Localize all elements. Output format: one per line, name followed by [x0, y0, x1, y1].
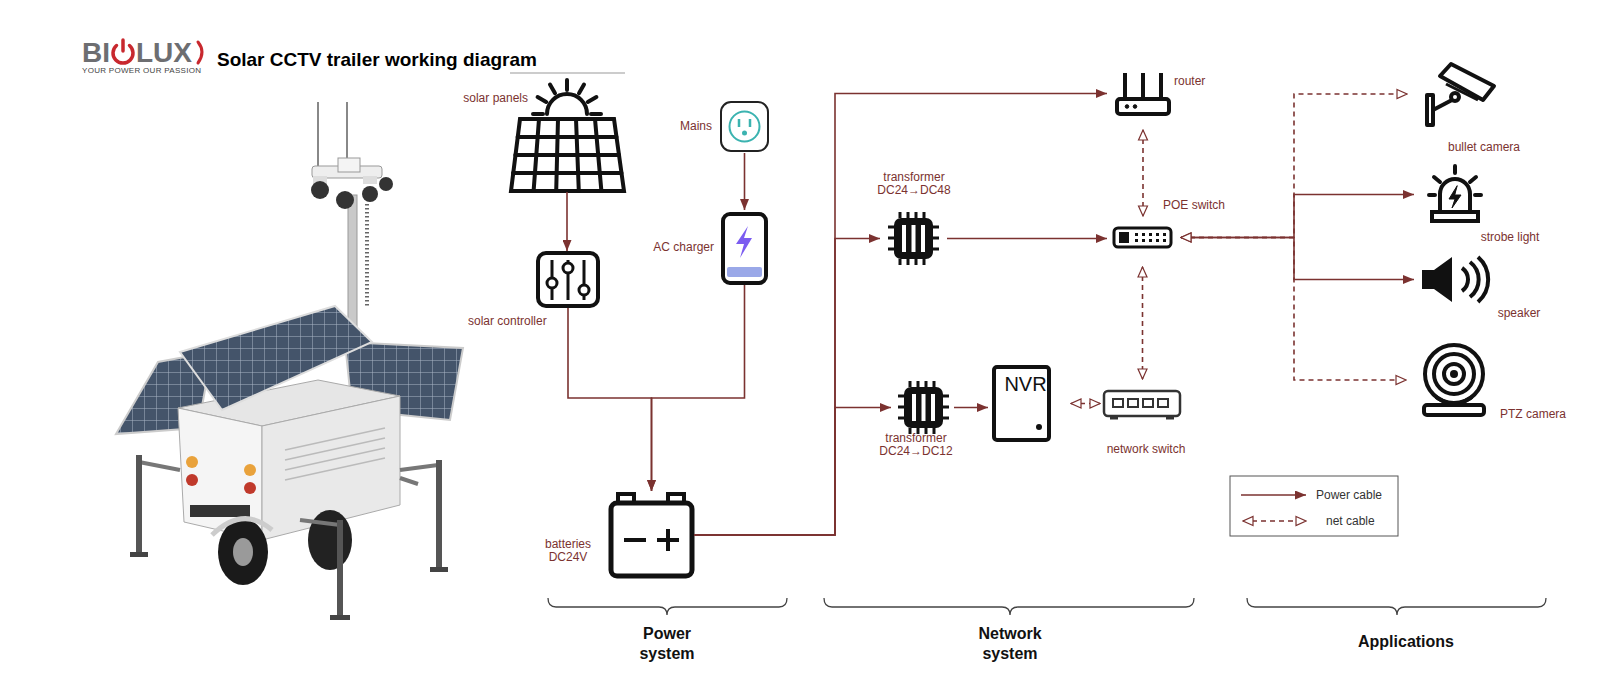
component-label: router	[1174, 75, 1234, 88]
component-label: Mains	[640, 120, 712, 133]
component-node: strobe light	[1426, 165, 1484, 224]
component-label: solar controller	[468, 315, 560, 328]
ac-charger-icon	[723, 214, 766, 283]
legend-box	[1230, 476, 1398, 536]
component-label: bullet camera	[1434, 141, 1534, 154]
net-cable	[1181, 238, 1406, 381]
net-cable	[1142, 130, 1144, 216]
battery-icon	[611, 494, 692, 576]
logo-tagline: YOUR POWER OUR PASSION	[82, 66, 201, 76]
net-cable	[1071, 403, 1100, 405]
power-cable	[652, 285, 745, 491]
power-cable	[744, 153, 746, 210]
section-label: Network system	[970, 624, 1050, 664]
component-node: solar panels	[510, 77, 624, 192]
transformer-icon	[888, 212, 939, 265]
component-node: batteries DC24V	[609, 492, 694, 578]
router-icon	[1117, 73, 1169, 114]
power-cable	[947, 238, 1107, 240]
legend-text: Power cable	[1316, 488, 1382, 502]
legend-sample	[1241, 494, 1306, 496]
component-node: transformer DC24→DC48	[888, 212, 939, 265]
component-node: speaker	[1420, 255, 1489, 304]
component-node: solar controller	[536, 251, 600, 308]
section-label: Applications	[1321, 632, 1491, 652]
transformer-icon	[898, 381, 949, 434]
component-label: transformer DC24→DC12	[876, 432, 956, 458]
power-cable	[568, 308, 652, 491]
component-label: network switch	[1096, 443, 1196, 456]
trailer-illustration	[116, 102, 463, 620]
component-label: AC charger	[636, 241, 714, 254]
power-cable	[694, 239, 880, 536]
component-label: batteries DC24V	[536, 538, 600, 564]
component-node: bullet camera	[1425, 61, 1496, 127]
component-node: PTZ camera	[1418, 342, 1491, 418]
component-node: POE switch	[1112, 226, 1173, 249]
section-bracket	[548, 598, 1546, 615]
net-cable	[1181, 94, 1407, 238]
solar-controller-icon	[538, 253, 598, 306]
logo-text: LUX	[136, 38, 192, 68]
ptz-camera-icon	[1424, 345, 1484, 415]
power-cable	[694, 94, 1107, 536]
component-label: speaker	[1487, 307, 1551, 320]
device-label: NVR	[992, 373, 1059, 395]
power-cable	[694, 408, 891, 536]
component-node: Mains	[719, 100, 770, 153]
component-label: POE switch	[1163, 199, 1243, 212]
mains-socket-icon	[721, 102, 768, 151]
component-node: AC charger	[721, 212, 768, 285]
network-switch-icon	[1104, 391, 1180, 418]
component-node: NVR	[992, 365, 1059, 442]
power-cable	[954, 407, 988, 409]
bullet-camera-icon	[1427, 64, 1494, 125]
component-label: transformer DC24→DC48	[874, 171, 954, 197]
component-label: strobe light	[1468, 231, 1552, 244]
legend-sample	[1243, 520, 1306, 522]
component-node: router	[1115, 71, 1171, 116]
strobe-light-icon	[1429, 166, 1481, 221]
speaker-icon	[1422, 257, 1488, 302]
logo-text: BI	[82, 38, 110, 68]
component-label: PTZ camera	[1500, 408, 1590, 421]
component-label: solar panels	[438, 92, 528, 105]
diagram-title: Solar CCTV trailer working diagram	[217, 49, 537, 71]
power-cable	[1181, 238, 1414, 280]
component-node: network switch	[1102, 388, 1182, 421]
section-label: Power system	[627, 624, 707, 664]
poe-switch-icon	[1114, 228, 1171, 247]
component-node: transformer DC24→DC12	[898, 381, 949, 434]
net-cable	[1142, 267, 1144, 379]
power-cable	[566, 192, 568, 251]
rule-line	[510, 73, 625, 74]
legend-text: net cable	[1326, 514, 1375, 528]
